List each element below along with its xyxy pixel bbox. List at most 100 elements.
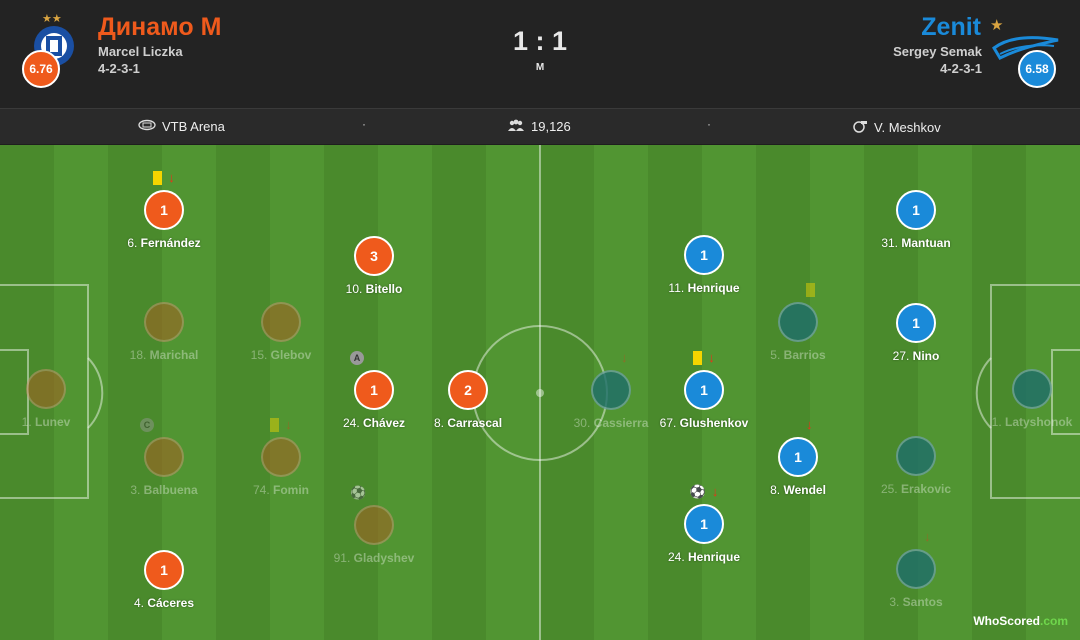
- player-events: ⚽: [314, 485, 434, 501]
- venue: VTB Arena: [138, 119, 225, 134]
- player-home-fernandez[interactable]: ↓ 1 6. Fernández: [104, 171, 224, 251]
- home-team-name[interactable]: Динамо М: [98, 13, 222, 41]
- player-events: C: [104, 417, 224, 433]
- player-label: 24. Henrique: [667, 550, 741, 564]
- pitch: ↓ 1 6. Fernández 3 10. Bitello 18. Maric…: [0, 145, 1080, 640]
- player-label: 27. Nino: [892, 349, 940, 363]
- info-separator: ·: [707, 117, 711, 131]
- player-home-balbuena[interactable]: C 3. Balbuena: [104, 418, 224, 497]
- player-label: 1. Lunev: [21, 415, 71, 429]
- away-team-rating: 6.58: [1018, 50, 1056, 88]
- assist-badge: A: [350, 351, 364, 365]
- player-home-chavez[interactable]: A 1 24. Chávez: [314, 351, 434, 430]
- player-rating: [144, 302, 184, 342]
- player-away-barrios[interactable]: 5. Barrios: [738, 283, 858, 362]
- yellow-card-icon: [693, 351, 703, 365]
- info-separator: ·: [362, 117, 366, 131]
- attendance-value: 19,126: [531, 119, 571, 134]
- yellow-card-icon: [806, 283, 815, 297]
- player-label: 24. Chávez: [342, 416, 406, 430]
- player-label: 10. Bitello: [345, 282, 403, 296]
- player-home-fomin[interactable]: ↓ 74. Fomin: [221, 418, 341, 498]
- player-events: A: [314, 350, 434, 366]
- player-away-cassierra[interactable]: ↓ 30. Cassierra: [551, 351, 671, 431]
- attendance: 19,126: [507, 119, 571, 134]
- player-rating: 2: [448, 370, 488, 410]
- home-coach[interactable]: Marcel Liczka: [98, 44, 183, 59]
- player-label: 74. Fomin: [252, 483, 310, 497]
- player-away-wendel[interactable]: ↓ 1 8. Wendel: [738, 418, 858, 498]
- player-away-mantuan[interactable]: 1 31. Mantuan: [856, 190, 976, 250]
- yellow-card-icon: [270, 418, 280, 432]
- player-rating: [591, 370, 631, 410]
- player-away-nino[interactable]: 1 27. Nino: [856, 303, 976, 363]
- player-home-lunev[interactable]: 1. Lunev: [0, 369, 106, 429]
- player-rating: [261, 437, 301, 477]
- player-rating: [896, 549, 936, 589]
- player-away-henrique-24[interactable]: ⚽ ↓ 1 24. Henrique: [644, 485, 764, 565]
- away-coach[interactable]: Sergey Semak: [893, 44, 982, 59]
- sub-off-icon: ↓: [285, 417, 292, 432]
- player-rating: [1012, 369, 1052, 409]
- player-label: 8. Wendel: [770, 483, 826, 497]
- match-status: M: [535, 62, 545, 73]
- sub-off-icon: ↓: [711, 484, 719, 499]
- player-label: 3. Santos: [889, 595, 943, 609]
- player-home-glebov[interactable]: 15. Glebov: [221, 302, 341, 362]
- home-formation: 4-2-3-1: [98, 61, 140, 76]
- player-home-marichal[interactable]: 18. Marichal: [104, 302, 224, 362]
- player-events: ↓: [551, 350, 671, 366]
- player-label: 6. Fernández: [127, 236, 201, 250]
- player-rating: 1: [144, 550, 184, 590]
- sub-off-icon: ↓: [708, 350, 715, 365]
- player-rating: 1: [684, 504, 724, 544]
- player-label: 31. Mantuan: [881, 236, 951, 250]
- goal-ball-icon: ⚽: [350, 485, 367, 500]
- player-away-santos[interactable]: ↓ 3. Santos: [856, 530, 976, 610]
- player-rating: 1: [778, 437, 818, 477]
- player-label: 25. Erakovic: [880, 482, 952, 496]
- venue-name: VTB Arena: [162, 119, 225, 134]
- player-home-gladyshev[interactable]: ⚽ 91. Gladyshev: [314, 486, 434, 566]
- player-events: ↓: [856, 529, 976, 545]
- captain-badge: C: [140, 418, 154, 432]
- player-rating: [354, 505, 394, 545]
- player-events: [738, 282, 858, 298]
- player-label: 5. Barrios: [770, 348, 826, 362]
- player-home-bitello[interactable]: 3 10. Bitello: [314, 236, 434, 296]
- yellow-card-icon: [153, 171, 163, 185]
- player-away-latyshonok[interactable]: 1. Latyshonok: [972, 369, 1080, 429]
- away-formation: 4-2-3-1: [940, 61, 982, 76]
- player-label: 91. Gladyshev: [333, 551, 415, 565]
- away-team-name[interactable]: Zenit: [921, 13, 981, 41]
- referee-name: V. Meshkov: [874, 120, 941, 135]
- player-events: ↓: [738, 417, 858, 433]
- player-rating: [144, 437, 184, 477]
- player-events: ⚽ ↓: [644, 484, 764, 500]
- player-away-glushenkov[interactable]: ↓ 1 67. Glushenkov: [644, 351, 764, 431]
- svg-text:★: ★: [990, 16, 1003, 34]
- player-rating: 1: [144, 190, 184, 230]
- player-home-carrascal[interactable]: 2 8. Carrascal: [408, 370, 528, 430]
- player-rating: 1: [354, 370, 394, 410]
- player-label: 1. Latyshonok: [991, 415, 1073, 429]
- player-label: 3. Balbuena: [130, 483, 198, 497]
- referee: V. Meshkov: [852, 119, 941, 136]
- player-rating: 1: [684, 370, 724, 410]
- crowd-icon: [507, 119, 525, 134]
- player-rating: [778, 302, 818, 342]
- player-label: 18. Marichal: [129, 348, 199, 362]
- svg-text:★★: ★★: [42, 12, 62, 25]
- match-info-bar: VTB Arena · 19,126 · V. Meshkov: [0, 108, 1080, 144]
- whistle-icon: [852, 119, 868, 136]
- zenit-crest-icon[interactable]: ★: [990, 14, 1062, 70]
- player-label: 15. Glebov: [250, 348, 312, 362]
- goal-ball-icon: ⚽: [689, 484, 706, 499]
- player-events: ↓: [104, 170, 224, 186]
- match-header: ★★ 6.76 Динамо М Marcel Liczka 4-2-3-1 1…: [0, 0, 1080, 108]
- player-home-caceres[interactable]: 1 4. Cáceres: [104, 550, 224, 610]
- player-away-erakovic[interactable]: 25. Erakovic: [856, 436, 976, 496]
- player-away-henrique-11[interactable]: 1 11. Henrique: [644, 235, 764, 295]
- whoscored-logo[interactable]: WhoScored.com: [973, 614, 1068, 628]
- stadium-icon: [138, 119, 156, 134]
